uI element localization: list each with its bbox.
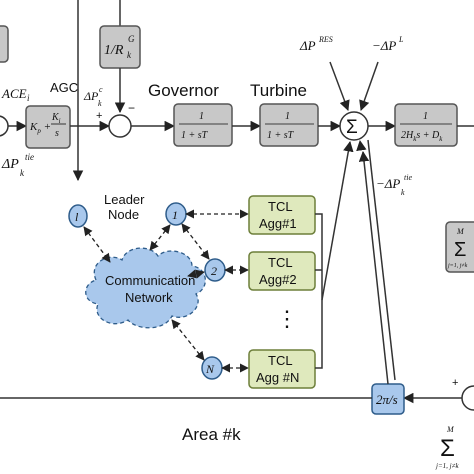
link-noden-cloud	[171, 319, 205, 361]
turbine-label: Turbine	[250, 81, 307, 100]
tcl-agg-2	[248, 251, 316, 291]
integrator-label: 2π/s	[376, 392, 398, 407]
governor-den: 1 + sT	[181, 130, 209, 141]
ace-sub: i	[27, 93, 30, 103]
delta-pc-sub: k	[98, 99, 102, 108]
cloud-label-1: Communication	[105, 273, 195, 288]
leader-label-1: Leader	[104, 192, 145, 207]
ellipsis-dots: ⋮	[276, 306, 298, 331]
left-sum-partial	[0, 115, 9, 137]
plus-sign-bottom: +	[452, 377, 458, 389]
communication-cloud	[85, 247, 206, 329]
turbine-block	[259, 103, 319, 147]
turbine-num: 1	[285, 111, 290, 122]
link-node1-node2	[181, 223, 210, 260]
tie-sum-symbol: Σ	[454, 239, 466, 261]
node-2-label: 2	[211, 264, 217, 278]
pi-label: Kp +	[29, 121, 51, 135]
pi-ki: Ki	[51, 112, 61, 125]
tcl-1-line2: Agg#1	[259, 216, 297, 231]
res-sup: RES	[318, 35, 333, 44]
droop-label: 1/R	[104, 43, 124, 58]
wire-tcl-to-sum	[321, 140, 354, 301]
bottom-sum-top: M	[446, 425, 455, 434]
delta-pl-label: −ΔP	[372, 38, 396, 53]
minus-delta-ptie-right: −ΔP	[376, 176, 400, 191]
summing-junction-bottom	[461, 385, 474, 411]
node-n-label: N	[205, 362, 215, 376]
pl-sup: L	[398, 35, 404, 44]
delta-ptie-left: ΔP	[1, 157, 19, 172]
tie-sup-left: tie	[25, 152, 34, 162]
tcl-2-line1: TCL	[268, 255, 293, 270]
bottom-sum-limits: j=1, j≠k	[435, 462, 459, 470]
left-partial-block	[0, 25, 9, 63]
bottom-sum-symbol: Σ	[440, 435, 455, 462]
link-node2-cloud	[187, 269, 205, 279]
turbine-den: 1 + sT	[267, 130, 295, 141]
tcl-bus	[315, 213, 323, 369]
sum-symbol-main: Σ	[346, 117, 358, 138]
wire-load-to-sum	[359, 61, 379, 111]
agc-label: AGC	[50, 80, 78, 95]
link-node1-cloud	[149, 224, 171, 251]
wire-res-to-sum	[329, 61, 350, 111]
leader-label-2: Node	[108, 207, 139, 222]
ace-label: ACE	[1, 86, 27, 101]
tcl-agg-1	[248, 195, 316, 235]
leader-node	[68, 204, 88, 228]
inertia-num: 1	[423, 111, 428, 122]
droop-sup: G	[128, 34, 135, 44]
summing-junction-1	[108, 114, 132, 138]
tie-sub-left: k	[20, 168, 25, 178]
droop-sub: k	[127, 50, 132, 60]
minus-sign-1: −	[128, 101, 135, 115]
tie-sup-right: tie	[404, 173, 412, 182]
wire-tie-feedback	[367, 139, 396, 381]
delta-pc-label: ΔP	[83, 89, 99, 103]
cloud-label-2: Network	[125, 290, 173, 305]
plus-sign-1: +	[96, 110, 102, 122]
governor-num: 1	[199, 111, 204, 122]
leader-node-label: l	[75, 210, 79, 224]
pi-s: s	[55, 128, 59, 139]
inertia-block	[394, 103, 458, 147]
tcl-n-line2: Agg #N	[256, 370, 299, 385]
inertia-den: 2Hks + Dk	[401, 130, 443, 143]
tcl-n-line1: TCL	[268, 353, 293, 368]
node-1-label: 1	[172, 208, 178, 222]
wire-integrator-to-sum	[358, 150, 389, 385]
tcl-2-line2: Agg#2	[259, 272, 297, 287]
link-leader-cloud	[83, 226, 111, 263]
sum-top-m: M	[456, 227, 465, 236]
tcl-agg-n	[248, 349, 316, 389]
governor-label: Governor	[148, 81, 219, 100]
tie-sub-right: k	[401, 188, 405, 197]
pi-controller-block	[25, 105, 71, 149]
tcl-1-line1: TCL	[268, 199, 293, 214]
delta-pres-label: ΔP	[299, 38, 316, 53]
tie-sum-block	[445, 221, 474, 273]
tie-sum-limits: j=1, j≠k	[447, 263, 468, 269]
governor-block	[173, 103, 233, 147]
area-label: Area #k	[182, 425, 241, 444]
delta-pc-sup: c	[99, 85, 103, 94]
